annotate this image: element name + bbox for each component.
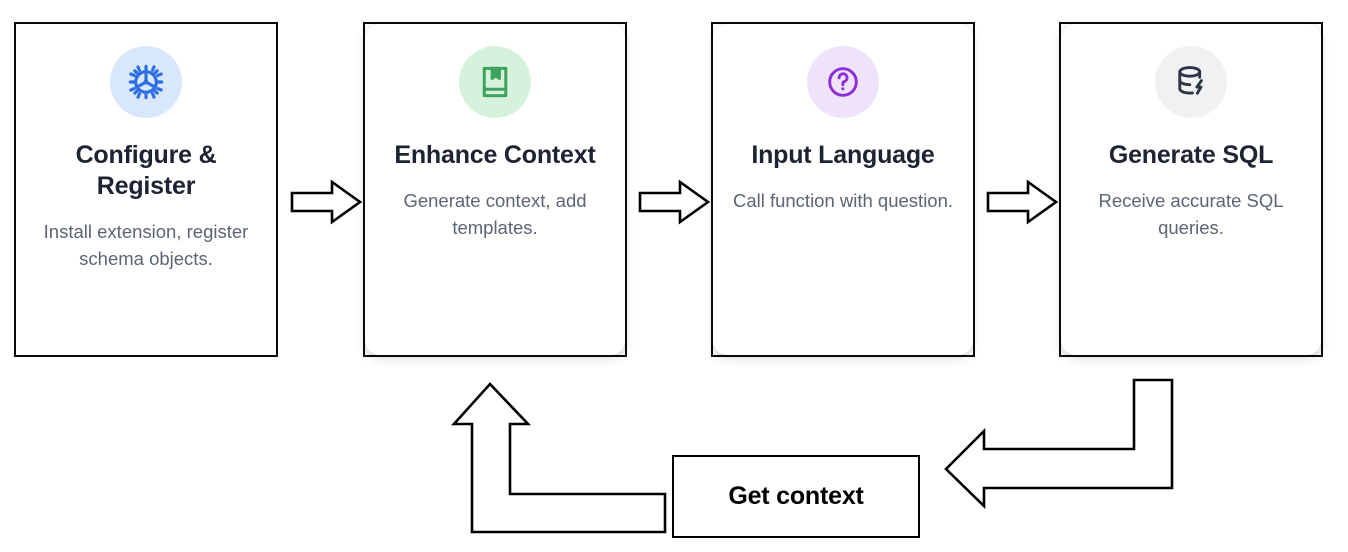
arrow-feedback-up-to-enhance-context — [451, 382, 667, 534]
step-card-body: Enhance Context Generate context, add te… — [365, 24, 625, 355]
step-description: Call function with question. — [732, 190, 954, 211]
arrow-step1-to-step2 — [290, 179, 363, 225]
step-card-generate-sql[interactable]: Generate SQL Receive accurate SQL querie… — [1059, 22, 1323, 357]
arrow-feedback-left-from-generate-sql — [944, 378, 1174, 510]
step-description: Generate context, add templates. — [403, 190, 587, 238]
step-title: Generate SQL — [1108, 141, 1274, 169]
book-bookmark-icon — [459, 46, 531, 118]
step-card-body: Generate SQL Receive accurate SQL querie… — [1061, 24, 1321, 355]
step-title: Configure & Register — [75, 141, 217, 200]
arrow-step3-to-step4 — [986, 179, 1059, 225]
get-context-box[interactable]: Get context — [672, 455, 920, 538]
step-card-body: Configure & Register Install extension, … — [16, 24, 276, 355]
question-mark-circle-icon — [807, 46, 879, 118]
step-card-configure-register[interactable]: Configure & Register Install extension, … — [14, 22, 278, 357]
step-title: Enhance Context — [394, 141, 596, 169]
step-description: Receive accurate SQL queries. — [1098, 190, 1284, 238]
get-context-label: Get context — [728, 482, 864, 510]
step-card-body: Input Language Call function with questi… — [713, 24, 973, 355]
database-bolt-icon — [1155, 46, 1227, 118]
step-title: Input Language — [751, 141, 935, 169]
step-description: Install extension, register schema objec… — [43, 221, 249, 269]
arrow-step2-to-step3 — [638, 179, 711, 225]
step-card-enhance-context[interactable]: Enhance Context Generate context, add te… — [363, 22, 627, 357]
step-card-input-language[interactable]: Input Language Call function with questi… — [711, 22, 975, 357]
gear-icon — [110, 46, 182, 118]
